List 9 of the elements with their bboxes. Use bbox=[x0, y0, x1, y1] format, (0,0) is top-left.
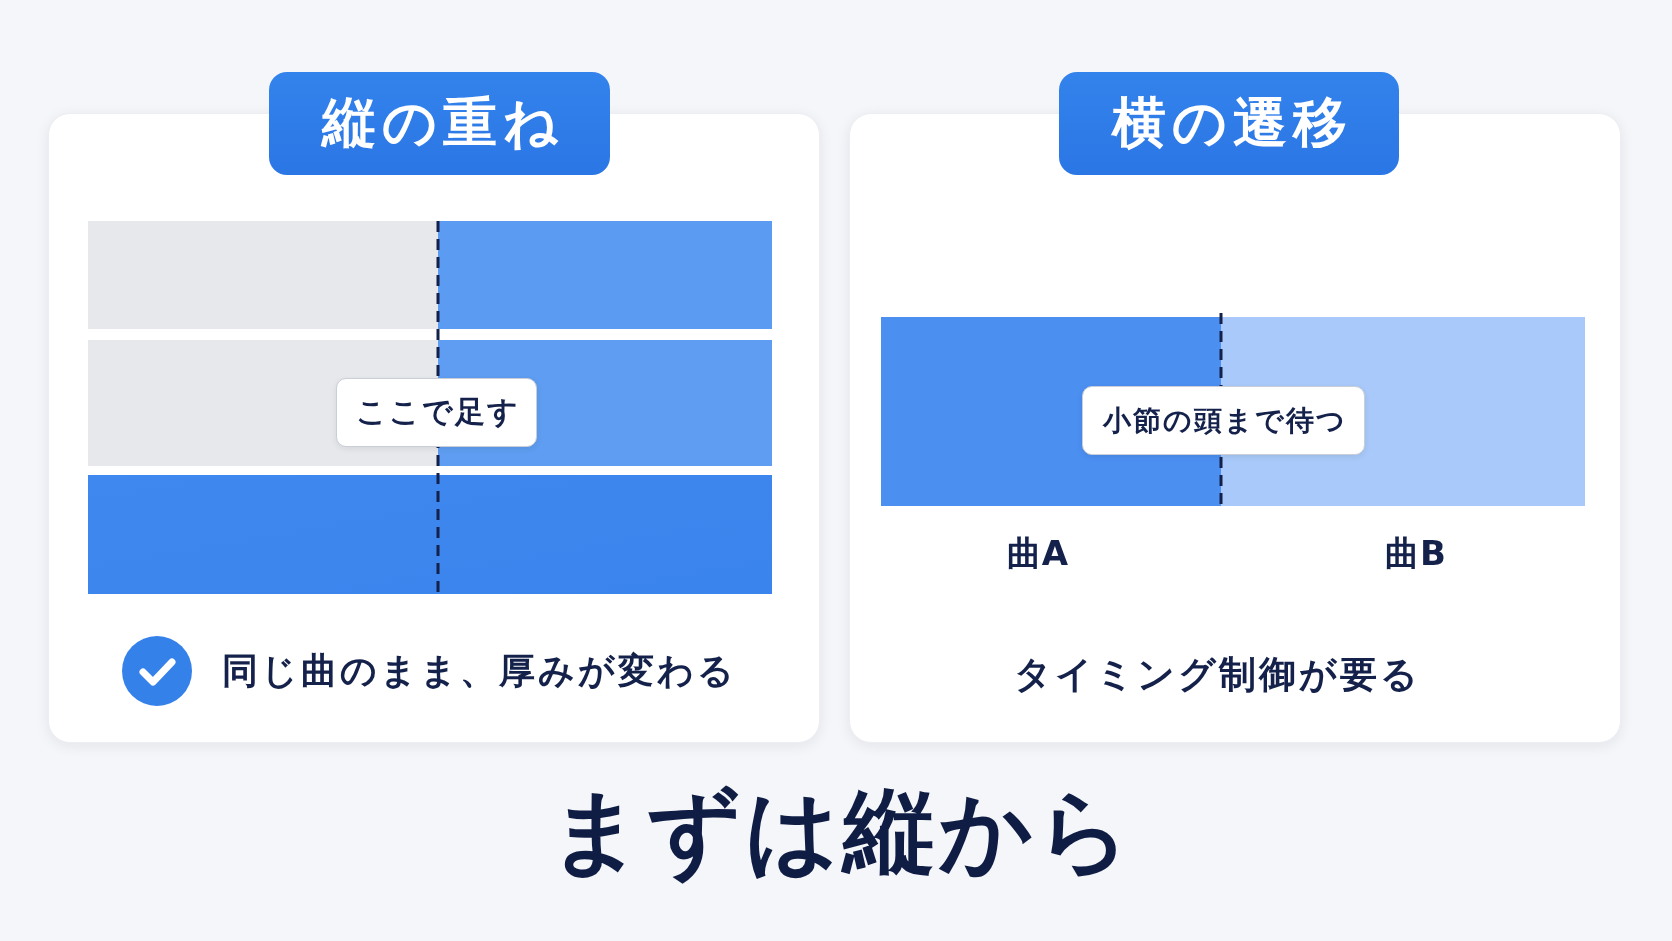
heading-tab: 縦の重ね bbox=[269, 72, 610, 175]
track-label: 曲B bbox=[1385, 532, 1447, 574]
summary-text: タイミング制御が要る bbox=[1013, 652, 1421, 698]
heading-tab: 横の遷移 bbox=[1059, 72, 1399, 175]
callout-label: 小節の頭まで待つ bbox=[1082, 386, 1365, 455]
track-label: 曲A bbox=[1006, 532, 1070, 574]
callout-label: ここで足す bbox=[336, 378, 537, 447]
summary-text: 同じ曲のまま、厚みが変わる bbox=[222, 649, 737, 693]
title: まずは縦から bbox=[549, 776, 1135, 887]
